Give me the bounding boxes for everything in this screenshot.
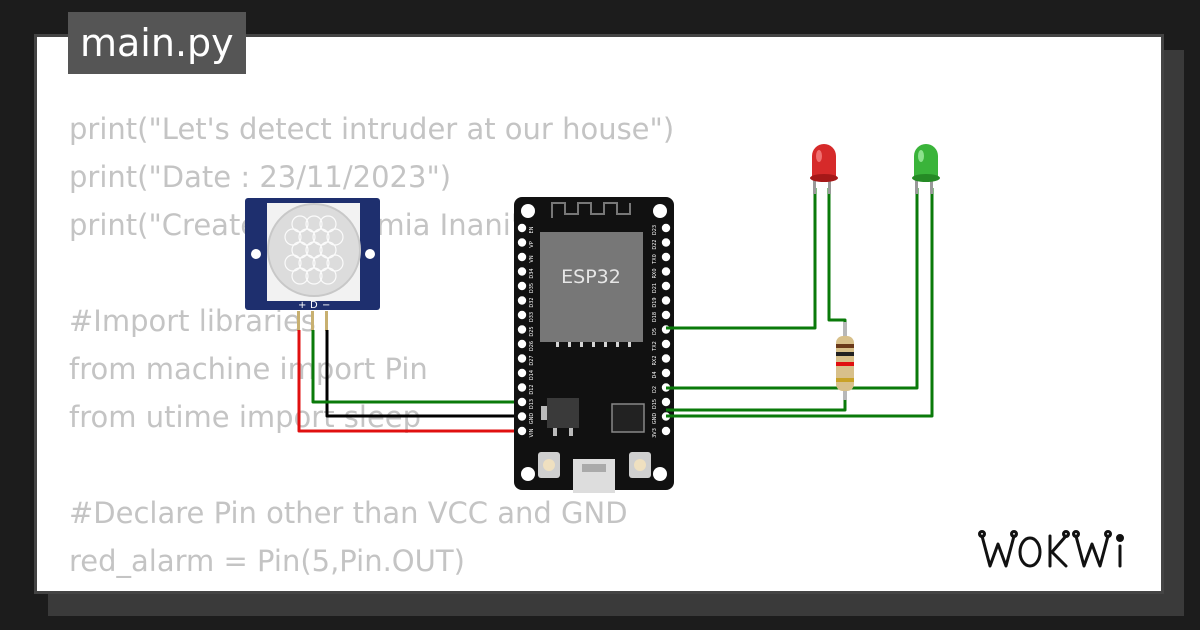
right-pin-label: TX0	[652, 254, 658, 265]
right-pin[interactable]	[661, 397, 671, 407]
left-pin-label: D35	[529, 283, 535, 293]
right-pin[interactable]	[661, 223, 671, 233]
wokwi-logo-mark	[978, 530, 1124, 568]
wire-red-led-cathode[interactable]	[827, 188, 847, 334]
right-pin[interactable]	[661, 238, 671, 247]
pir-pin-gnd-label: −	[322, 300, 330, 311]
right-pin[interactable]	[661, 426, 671, 436]
right-pin[interactable]	[661, 252, 671, 262]
code-line: print("Date : 23/11/2023")	[69, 160, 452, 194]
chip-label: ESP32	[561, 266, 621, 288]
right-pin-label: D18	[652, 312, 658, 322]
left-pin[interactable]	[517, 296, 527, 305]
right-pin-label: D5	[652, 328, 658, 335]
pir-sensor[interactable]: + D −	[245, 198, 380, 331]
esp32-board[interactable]: ESP32 ENVPVND34D35D32D33D25D26D27D14D12D…	[514, 197, 674, 493]
wire-green-led-cathode[interactable]	[666, 188, 934, 418]
right-pin-label: 3V3	[652, 428, 658, 438]
wire-red-led-anode[interactable]	[666, 188, 817, 330]
right-pin-label: D21	[652, 283, 658, 293]
wire-pir-signal[interactable]	[311, 330, 523, 404]
red-led[interactable]	[810, 144, 838, 194]
right-pin-label: D2	[652, 386, 658, 393]
left-pin[interactable]	[517, 325, 527, 334]
left-pin-label: D34	[529, 268, 535, 278]
left-pin[interactable]	[517, 354, 527, 363]
right-pin-label: D15	[652, 399, 658, 409]
right-pin[interactable]	[661, 354, 671, 363]
right-pin[interactable]	[661, 281, 671, 291]
left-pin[interactable]	[517, 412, 527, 421]
left-pin[interactable]	[517, 223, 527, 233]
right-pin-label: RX0	[652, 268, 658, 278]
left-pin-label: D25	[529, 326, 535, 336]
left-pin-label: D13	[529, 399, 535, 409]
pir-pin-data-label: D	[310, 300, 318, 311]
left-pin-label: VP	[529, 241, 535, 247]
left-pin-label: D26	[529, 341, 535, 351]
left-pin[interactable]	[517, 252, 527, 262]
left-pin-label: D14	[529, 370, 535, 380]
right-pin[interactable]	[661, 296, 671, 305]
left-pin-label: D33	[529, 312, 535, 322]
left-pin[interactable]	[517, 397, 527, 407]
right-pin-label: RX2	[652, 355, 658, 365]
left-pin[interactable]	[517, 267, 527, 276]
left-pin[interactable]	[517, 281, 527, 291]
left-pin-label: D27	[529, 355, 535, 365]
left-pin[interactable]	[517, 339, 527, 349]
green-led[interactable]	[912, 144, 940, 194]
right-pin[interactable]	[661, 310, 671, 320]
right-pin[interactable]	[661, 267, 671, 276]
code-line: red_alarm = Pin(5,Pin.OUT)	[69, 544, 465, 578]
code-line: #Declare Pin other than VCC and GND	[69, 496, 628, 530]
left-pin-label: EN	[529, 226, 535, 233]
right-pin-label: D4	[652, 371, 658, 378]
left-pin-label: VIN	[529, 428, 535, 437]
left-pin-label: D32	[529, 297, 535, 307]
right-pin-label: D19	[652, 297, 658, 307]
left-pin[interactable]	[517, 310, 527, 320]
left-pin[interactable]	[517, 368, 527, 378]
wire-vcc[interactable]	[297, 330, 523, 433]
left-pin[interactable]	[517, 238, 527, 247]
left-pin[interactable]	[517, 426, 527, 436]
left-pin-label: VN	[529, 255, 535, 262]
right-pin-label: D22	[652, 239, 658, 249]
pir-pin-vcc-label: +	[298, 300, 306, 311]
left-pin[interactable]	[517, 383, 527, 392]
right-pin[interactable]	[661, 339, 671, 349]
file-tab[interactable]: main.py	[68, 12, 246, 74]
code-line: print("Let's detect intruder at our hous…	[69, 112, 675, 146]
resistor[interactable]	[836, 322, 854, 400]
left-pin-label: D12	[529, 384, 535, 394]
wokwi-logo	[978, 524, 1153, 580]
wire-green-led-anode[interactable]	[666, 188, 919, 390]
right-pin-label: D23	[652, 225, 658, 235]
wire-resistor-gnd[interactable]	[666, 395, 847, 412]
right-pin[interactable]	[661, 368, 671, 378]
right-pin-label: TX2	[652, 341, 658, 352]
left-pin-label: GND	[529, 413, 535, 425]
right-pin-label: GND	[652, 413, 658, 425]
wire-gnd[interactable]	[325, 330, 523, 418]
